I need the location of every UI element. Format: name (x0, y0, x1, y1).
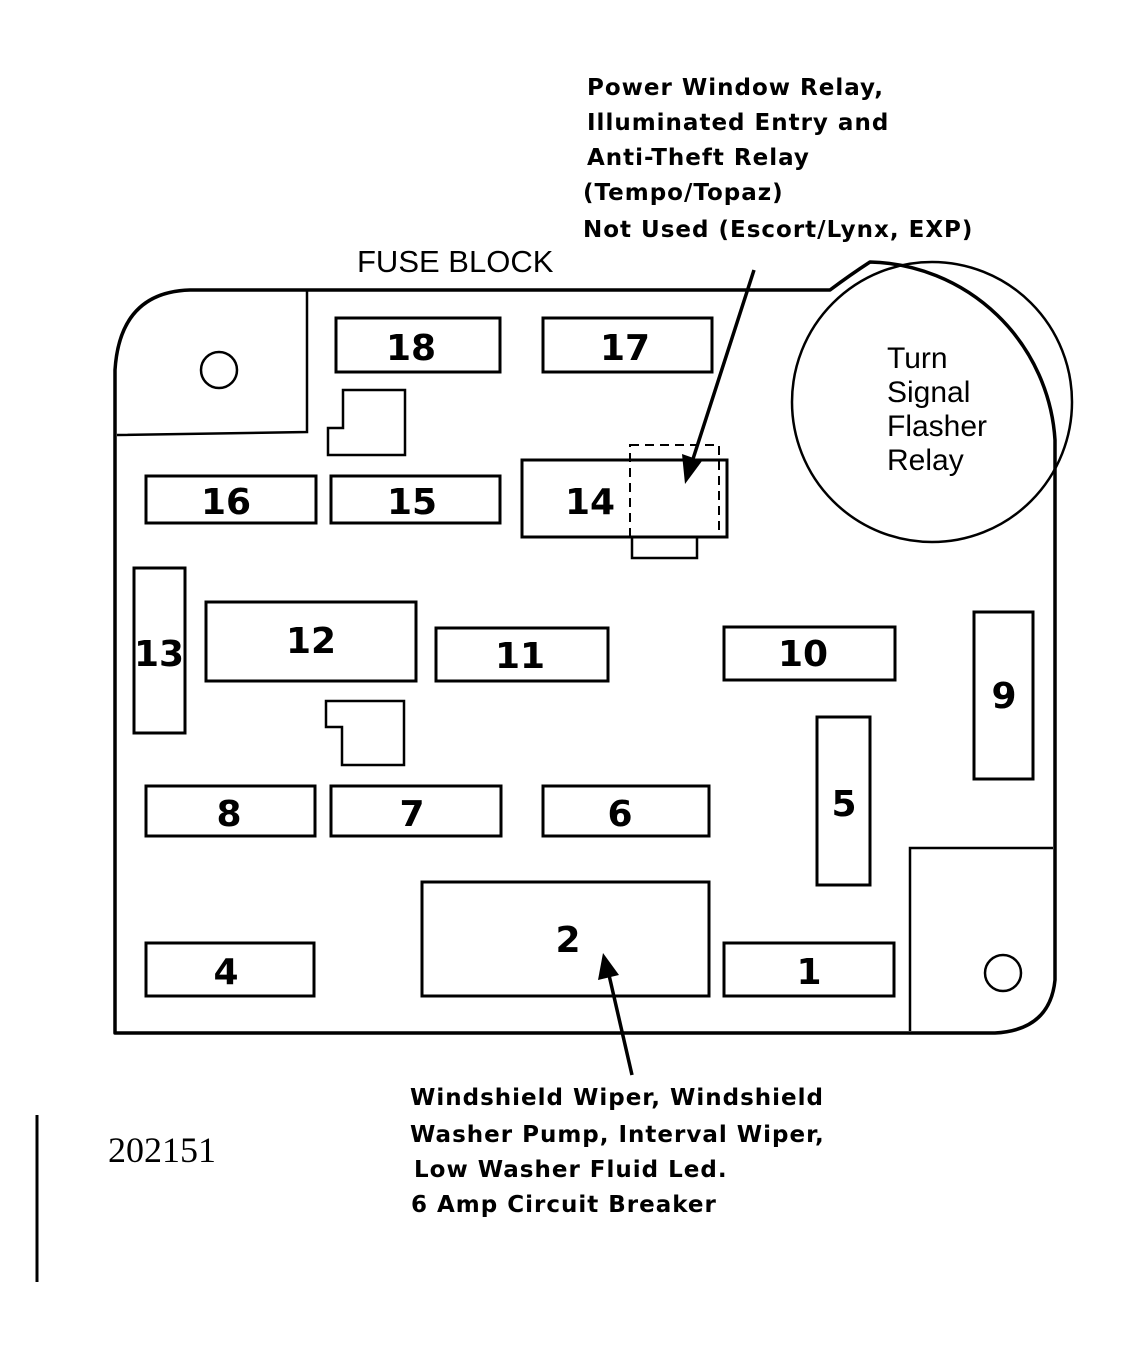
relay-socket-outline (629, 444, 720, 538)
fuse-label-2: 2 (555, 920, 580, 961)
relay-socket-tab (630, 537, 699, 560)
fuse-slot-2 (420, 880, 711, 998)
power-window-callout-line5: Not Used (Escort/Lynx, EXP) (583, 217, 973, 243)
fuse-slot-10 (722, 625, 897, 682)
wiper-callout-line4: 6 Amp Circuit Breaker (411, 1192, 717, 1218)
turn-signal-relay-circle (790, 260, 1074, 544)
fuse-slot-8 (144, 784, 317, 838)
fuse-slot-13 (132, 566, 187, 735)
fuse-slot-16 (144, 474, 318, 525)
mount-hole-bottom-right (983, 953, 1023, 993)
wiper-callout-line1: Windshield Wiper, Windshield (410, 1085, 824, 1111)
figure-number: 202151 (108, 1130, 216, 1170)
fuse-slot-6 (541, 784, 711, 838)
fuse-label-8: 8 (216, 794, 241, 835)
wiper-arrow-head (598, 953, 619, 980)
fuse-label-4: 4 (213, 952, 238, 993)
mount-corner-top-left (116, 290, 309, 437)
fuse-slot-7 (329, 784, 503, 838)
fuse-label-9: 9 (991, 676, 1016, 717)
fuse-slot-5 (815, 715, 872, 887)
power-window-callout-line3: Anti-Theft Relay (587, 145, 810, 171)
mount-corner-bottom-right (908, 846, 1053, 1031)
relay-label-line3: Flasher (887, 410, 987, 443)
fuse-slot-18 (334, 316, 502, 374)
wiper-arrow-line (607, 974, 634, 1076)
power-window-arrow-head (682, 454, 702, 484)
fuse-slot-1 (722, 941, 896, 998)
mount-hole-top-left (199, 350, 239, 390)
fuse-label-18: 18 (386, 328, 436, 369)
fuse-label-5: 5 (831, 784, 856, 825)
fuse-slot-4 (144, 941, 316, 998)
fuse-slot-11 (434, 626, 610, 683)
fuse-block-outline (113, 260, 1057, 1035)
fuse-label-16: 16 (201, 482, 251, 523)
fuse-block-title: FUSE BLOCK (357, 244, 554, 279)
connector-upper (326, 388, 407, 457)
fuse-label-15: 15 (387, 482, 437, 523)
relay-label-line2: Signal (887, 376, 970, 409)
fuse-label-11: 11 (495, 636, 545, 677)
fuse-slot-12 (204, 600, 418, 683)
relay-label-line4: Relay (887, 444, 964, 477)
fuse-slot-17 (541, 316, 714, 374)
power-window-callout-line1: Power Window Relay, (587, 75, 884, 101)
fuse-label-10: 10 (778, 634, 828, 675)
fuse-slot-15 (329, 474, 502, 525)
connector-lower (324, 699, 406, 767)
power-window-arrow-line (690, 269, 756, 463)
wiper-callout-line3: Low Washer Fluid Led. (414, 1157, 728, 1183)
fuse-label-6: 6 (607, 794, 632, 835)
fuse-label-7: 7 (399, 794, 424, 835)
wiper-callout-line2: Washer Pump, Interval Wiper, (410, 1122, 825, 1148)
power-window-callout-line2: Illuminated Entry and (587, 110, 889, 136)
fuse-label-12: 12 (286, 621, 336, 662)
fuse-label-17: 17 (600, 328, 650, 369)
fuse-label-13: 13 (134, 634, 184, 675)
power-window-callout-line4: (Tempo/Topaz) (583, 180, 784, 206)
fuse-slot-9 (972, 610, 1035, 781)
relay-label-line1: Turn (887, 342, 948, 375)
fuse-label-1: 1 (796, 952, 821, 993)
fuse-slot-14 (520, 458, 729, 539)
fuse-label-14: 14 (565, 482, 615, 523)
